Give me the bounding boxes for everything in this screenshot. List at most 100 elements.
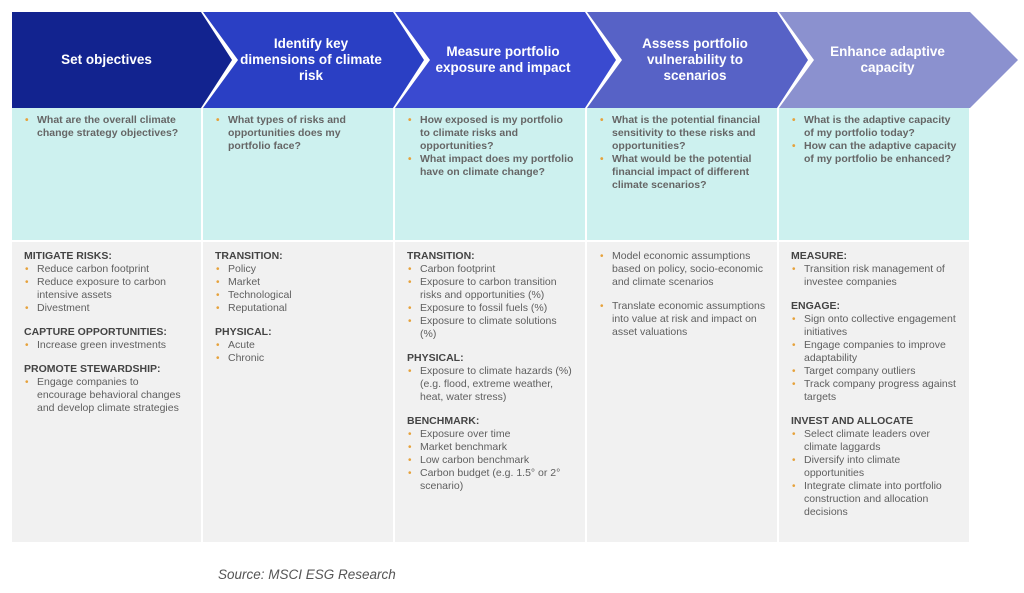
detail-item: Diversify into climate opportunities: [791, 454, 959, 480]
details-cell-4: Model economic assumptions based on poli…: [587, 242, 777, 542]
detail-item: Policy: [215, 263, 383, 276]
chevron-step-1: [12, 12, 232, 108]
detail-group: BENCHMARK:Exposure over timeMarket bench…: [407, 415, 575, 493]
questions-cell-3: How exposed is my portfolio to climate r…: [395, 108, 585, 240]
detail-group-heading: ENGAGE:: [791, 300, 841, 312]
detail-item: Divestment: [24, 302, 191, 315]
detail-item: Carbon budget (e.g. 1.5° or 2° scenario): [407, 467, 575, 493]
detail-item: Reduce carbon footprint: [24, 263, 191, 276]
detail-list: Carbon footprintExposure to carbon trans…: [407, 263, 575, 341]
detail-group: ENGAGE:Sign onto collective engagement i…: [791, 300, 959, 404]
chevron-step-3: [395, 12, 616, 108]
detail-item: Market benchmark: [407, 441, 575, 454]
detail-list: AcuteChronic: [215, 339, 383, 365]
question-item: What is the potential financial sensitiv…: [599, 114, 767, 153]
details-cell-3: TRANSITION:Carbon footprintExposure to c…: [395, 242, 585, 542]
chevron-step-5: [779, 12, 1018, 108]
chevron-step-2: [203, 12, 424, 108]
questions-list: What are the overall climate change stra…: [24, 114, 191, 140]
chevron-arrows: [12, 12, 1018, 108]
question-item: What types of risks and opportunities do…: [215, 114, 383, 153]
detail-group-heading: PHYSICAL:: [215, 326, 272, 338]
detail-item: Exposure over time: [407, 428, 575, 441]
detail-item: Track company progress against targets: [791, 378, 959, 404]
detail-item: Translate economic assumptions into valu…: [599, 300, 767, 339]
questions-cell-1: What are the overall climate change stra…: [12, 108, 201, 240]
detail-item: Transition risk management of investee c…: [791, 263, 959, 289]
question-item: What impact does my portfolio have on cl…: [407, 153, 575, 179]
detail-item: Increase green investments: [24, 339, 191, 352]
step-title-4: Assess portfolio vulnerability to scenar…: [642, 36, 748, 83]
detail-list: Exposure to climate hazards (%) (e.g. fl…: [407, 365, 575, 404]
question-item: What would be the potential financial im…: [599, 153, 767, 192]
question-item: What are the overall climate change stra…: [24, 114, 191, 140]
detail-item: Sign onto collective engagement initiati…: [791, 313, 959, 339]
detail-item: Model economic assumptions based on poli…: [599, 250, 767, 289]
detail-group: Translate economic assumptions into valu…: [599, 300, 767, 339]
questions-cell-4: What is the potential financial sensitiv…: [587, 108, 777, 240]
step-title-5: Enhance adaptive capacity: [830, 44, 945, 75]
detail-group: CAPTURE OPPORTUNITIES:Increase green inv…: [24, 326, 191, 352]
detail-item: Reduce exposure to carbon intensive asse…: [24, 276, 191, 302]
questions-list: What is the adaptive capacity of my port…: [791, 114, 959, 166]
detail-group: MEASURE:Transition risk management of in…: [791, 250, 959, 289]
detail-list: Select climate leaders over climate lagg…: [791, 428, 959, 519]
question-item: How can the adaptive capacity of my port…: [791, 140, 959, 166]
detail-list: Model economic assumptions based on poli…: [599, 250, 767, 289]
step-title-3: Measure portfolio exposure and impact: [435, 44, 571, 75]
detail-group-heading: MITIGATE RISKS:: [24, 250, 112, 262]
question-item: What is the adaptive capacity of my port…: [791, 114, 959, 140]
detail-item: Reputational: [215, 302, 383, 315]
detail-item: Exposure to carbon transition risks and …: [407, 276, 575, 302]
details-cell-1: MITIGATE RISKS:Reduce carbon footprintRe…: [12, 242, 201, 542]
detail-group-heading: TRANSITION:: [407, 250, 475, 262]
questions-list: How exposed is my portfolio to climate r…: [407, 114, 575, 179]
detail-list: Sign onto collective engagement initiati…: [791, 313, 959, 404]
detail-group-heading: BENCHMARK:: [407, 415, 480, 427]
details-cell-5: MEASURE:Transition risk management of in…: [779, 242, 969, 542]
detail-group: INVEST AND ALLOCATESelect climate leader…: [791, 415, 959, 519]
step-title-2: Identify key dimensions of climate risk: [240, 36, 382, 83]
detail-list: Translate economic assumptions into valu…: [599, 300, 767, 339]
step-title-1: Set objectives: [61, 52, 152, 67]
detail-group-heading: CAPTURE OPPORTUNITIES:: [24, 326, 167, 338]
detail-item: Acute: [215, 339, 383, 352]
detail-list: Transition risk management of investee c…: [791, 263, 959, 289]
detail-group-heading: PROMOTE STEWARDSHIP:: [24, 363, 161, 375]
detail-item: Low carbon benchmark: [407, 454, 575, 467]
detail-item: Chronic: [215, 352, 383, 365]
detail-item: Exposure to climate solutions (%): [407, 315, 575, 341]
source-caption: Source: MSCI ESG Research: [218, 567, 396, 582]
detail-item: Target company outliers: [791, 365, 959, 378]
detail-item: Market: [215, 276, 383, 289]
detail-list: Reduce carbon footprintReduce exposure t…: [24, 263, 191, 315]
chevron-step-4: [587, 12, 808, 108]
detail-item: Exposure to fossil fuels (%): [407, 302, 575, 315]
detail-item: Integrate climate into portfolio constru…: [791, 480, 959, 519]
details-cell-2: TRANSITION:PolicyMarketTechnologicalRepu…: [203, 242, 393, 542]
detail-item: Engage companies to encourage behavioral…: [24, 376, 191, 415]
detail-group-heading: PHYSICAL:: [407, 352, 464, 364]
questions-cell-2: What types of risks and opportunities do…: [203, 108, 393, 240]
process-banner: [12, 12, 1018, 108]
detail-item: Technological: [215, 289, 383, 302]
questions-cell-5: What is the adaptive capacity of my port…: [779, 108, 969, 240]
detail-list: PolicyMarketTechnologicalReputational: [215, 263, 383, 315]
detail-group: TRANSITION:Carbon footprintExposure to c…: [407, 250, 575, 341]
detail-group-heading: TRANSITION:: [215, 250, 283, 262]
detail-list: Exposure over timeMarket benchmarkLow ca…: [407, 428, 575, 493]
questions-list: What is the potential financial sensitiv…: [599, 114, 767, 192]
detail-list: Engage companies to encourage behavioral…: [24, 376, 191, 415]
detail-group: TRANSITION:PolicyMarketTechnologicalRepu…: [215, 250, 383, 315]
questions-list: What types of risks and opportunities do…: [215, 114, 383, 153]
detail-group: PROMOTE STEWARDSHIP:Engage companies to …: [24, 363, 191, 415]
detail-group: Model economic assumptions based on poli…: [599, 250, 767, 289]
detail-group-heading: INVEST AND ALLOCATE: [791, 415, 914, 427]
detail-item: Select climate leaders over climate lagg…: [791, 428, 959, 454]
detail-list: Increase green investments: [24, 339, 191, 352]
detail-group-heading: MEASURE:: [791, 250, 848, 262]
detail-item: Exposure to climate hazards (%) (e.g. fl…: [407, 365, 575, 404]
question-item: How exposed is my portfolio to climate r…: [407, 114, 575, 153]
detail-group: PHYSICAL:Exposure to climate hazards (%)…: [407, 352, 575, 404]
detail-group: PHYSICAL:AcuteChronic: [215, 326, 383, 365]
